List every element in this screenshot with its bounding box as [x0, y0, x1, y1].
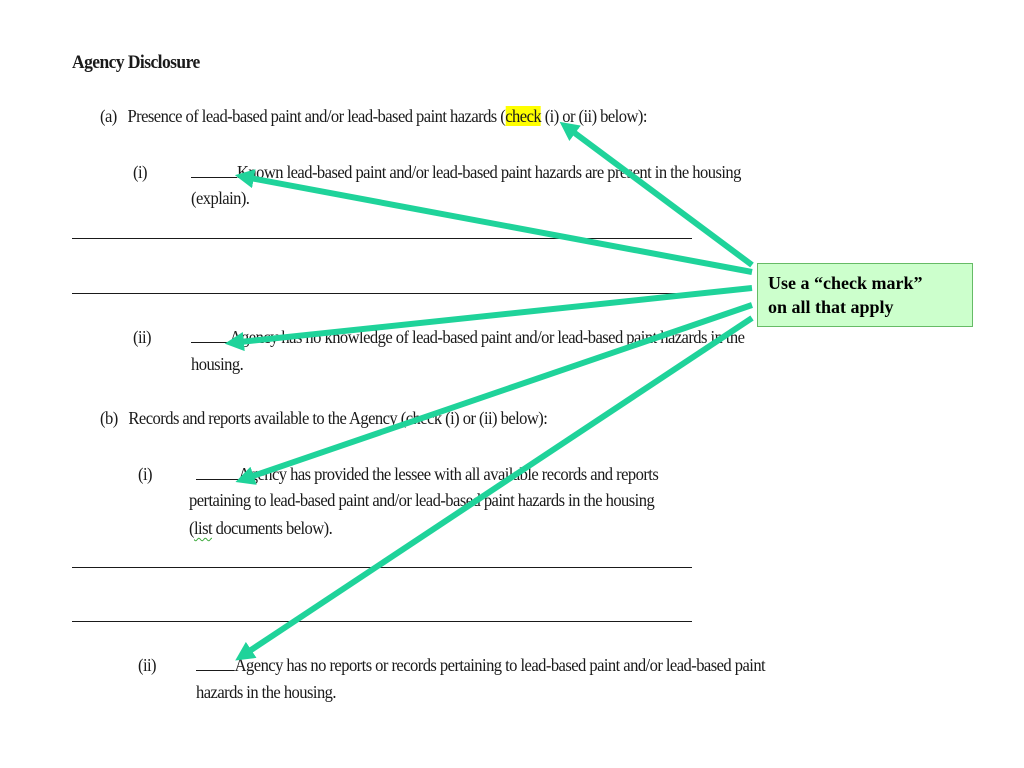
check-highlight: check — [505, 106, 542, 126]
section-b-item-ii-line2: hazards in the housing. — [196, 682, 337, 702]
section-a-line: (a) Presence of lead-based paint and/or … — [100, 106, 647, 127]
section-b-text: Records and reports available to the Age… — [128, 408, 548, 428]
section-b-label: (b) — [100, 408, 118, 428]
check-blank-b-i[interactable] — [196, 465, 239, 480]
arrow-to-b-ii — [235, 315, 754, 661]
callout-box: Use a “check mark” on all that apply — [757, 263, 973, 327]
section-a-text-after: (i) or (ii) below): — [541, 106, 648, 126]
section-b-item-ii-label: (ii) — [138, 655, 157, 675]
section-a-item-i-line1: Known lead-based paint and/or lead-based… — [191, 162, 741, 183]
section-b-item-i-text: Agency has provided the lessee with all … — [238, 464, 659, 484]
section-b-line: (b) Records and reports available to the… — [100, 408, 548, 429]
section-b-item-i-line2: pertaining to lead-based paint and/or le… — [189, 490, 655, 510]
section-a-item-i-label: (i) — [133, 162, 148, 182]
section-a-item-ii-line2: housing. — [191, 354, 244, 374]
paren-open: ( — [189, 518, 195, 538]
section-b-item-i-line3-rest: documents below). — [212, 518, 333, 538]
explain-rule-1 — [72, 238, 692, 239]
spellcheck-word: list — [193, 518, 213, 538]
callout-line-1: Use a “check mark” — [768, 273, 923, 293]
explain-rule-2 — [72, 293, 692, 294]
check-blank-b-ii[interactable] — [196, 656, 235, 671]
section-a-item-ii-text: Agency has no knowledge of lead-based pa… — [229, 327, 745, 347]
callout-line-2: on all that apply — [768, 297, 894, 317]
page-title: Agency Disclosure — [72, 52, 200, 73]
section-a-text: Presence of lead-based paint and/or lead… — [127, 106, 506, 126]
section-a-item-i-line2: (explain). — [191, 188, 250, 208]
check-blank-a-ii[interactable] — [191, 328, 230, 343]
section-b-item-i-line1: Agency has provided the lessee with all … — [196, 464, 659, 485]
section-a-label: (a) — [100, 106, 117, 126]
section-a-item-ii-label: (ii) — [133, 327, 152, 347]
section-b-item-ii-line1: Agency has no reports or records pertain… — [196, 655, 766, 676]
section-a-item-ii-line1: Agency has no knowledge of lead-based pa… — [191, 327, 745, 348]
section-b-item-i-label: (i) — [138, 464, 153, 484]
arrow-to-a-i — [234, 169, 753, 275]
check-blank-a-i[interactable] — [191, 163, 237, 178]
section-a-item-i-text: Known lead-based paint and/or lead-based… — [237, 162, 741, 182]
documents-rule-2 — [72, 621, 692, 622]
arrow-to-check — [559, 121, 754, 268]
section-b-item-i-line3: (list documents below). — [189, 518, 333, 539]
section-b-item-ii-text: Agency has no reports or records pertain… — [234, 655, 766, 675]
documents-rule-1 — [72, 567, 692, 568]
